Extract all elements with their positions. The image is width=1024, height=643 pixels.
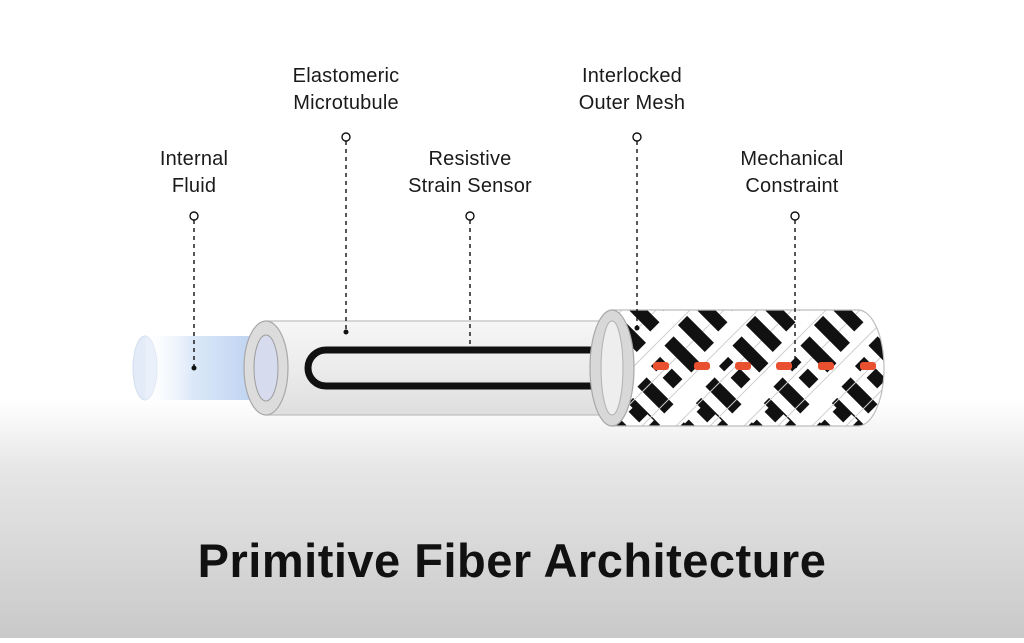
page-title: Primitive Fiber Architecture bbox=[197, 534, 827, 587]
mesh-weave-pattern bbox=[612, 300, 1024, 440]
mesh-strand bbox=[759, 310, 884, 426]
mesh-strand bbox=[865, 310, 884, 426]
label-internal-fluid: Internal Fluid bbox=[160, 146, 228, 200]
mesh-strand bbox=[861, 310, 884, 426]
mesh-strand bbox=[862, 310, 884, 426]
endpoint-interlocked-outer-mesh bbox=[634, 325, 640, 331]
label-elastomeric-microtubule-line1: Elastomeric bbox=[292, 65, 400, 87]
label-interlocked-outer-mesh-line2: Outer Mesh bbox=[578, 92, 686, 114]
marker-interlocked-outer-mesh bbox=[632, 132, 642, 142]
label-elastomeric-microtubule: Elastomeric Microtubule bbox=[293, 63, 400, 117]
constraint-segment bbox=[818, 362, 834, 370]
marker-resistive-strain-sensor bbox=[465, 211, 475, 221]
mesh-strand bbox=[934, 300, 1024, 440]
constraint-segment bbox=[776, 362, 792, 370]
marker-elastomeric-microtubule bbox=[341, 132, 351, 142]
label-mechanical-constraint-line2: Constraint bbox=[745, 175, 839, 197]
marker-mechanical-constraint bbox=[790, 211, 800, 221]
mechanical-constraint bbox=[653, 362, 876, 370]
label-internal-fluid-line2: Fluid bbox=[171, 175, 217, 197]
label-interlocked-outer-mesh-line1: Interlocked bbox=[581, 65, 683, 87]
label-mechanical-constraint-line1: Mechanical bbox=[740, 148, 844, 170]
mesh-strand bbox=[623, 310, 773, 426]
label-internal-fluid-line1: Internal bbox=[159, 148, 229, 170]
endpoint-elastomeric-microtubule bbox=[343, 329, 349, 335]
endpoint-resistive-strain-sensor bbox=[467, 347, 473, 353]
mesh-strand bbox=[968, 300, 1024, 440]
mesh-strand bbox=[900, 300, 1024, 440]
elastomeric-microtubule bbox=[243, 320, 613, 416]
constraint-segment bbox=[653, 362, 669, 370]
mesh-strand bbox=[1002, 300, 1024, 440]
marker-internal-fluid bbox=[189, 211, 199, 221]
label-resistive-strain-sensor-line1: Resistive bbox=[428, 148, 512, 170]
endpoint-internal-fluid bbox=[191, 365, 197, 371]
label-elastomeric-microtubule-line2: Microtubule bbox=[293, 92, 399, 114]
mesh-strand bbox=[968, 300, 1024, 440]
mesh-strand bbox=[934, 300, 1024, 440]
label-resistive-strain-sensor: Resistive Strain Sensor bbox=[408, 146, 532, 200]
mesh-strand bbox=[691, 310, 841, 426]
mesh-strand bbox=[831, 310, 884, 426]
label-interlocked-outer-mesh: Interlocked Outer Mesh bbox=[579, 63, 685, 117]
mesh-strand bbox=[612, 310, 671, 426]
interlocked-outer-mesh bbox=[589, 300, 1024, 440]
mesh-strand bbox=[900, 300, 1024, 440]
label-mechanical-constraint: Mechanical Constraint bbox=[740, 146, 843, 200]
mesh-strand bbox=[1002, 300, 1024, 440]
mesh-strand bbox=[968, 300, 1024, 440]
constraint-segment bbox=[860, 362, 876, 370]
leader-markers bbox=[189, 132, 800, 371]
mesh-strand bbox=[827, 310, 884, 426]
mesh-strand bbox=[695, 310, 837, 426]
resistive-strain-sensor bbox=[304, 346, 624, 390]
mesh-strand bbox=[934, 300, 1024, 440]
constraint-segment bbox=[694, 362, 710, 370]
mesh-strand bbox=[900, 300, 1024, 440]
endpoint-mechanical-constraint bbox=[792, 363, 798, 369]
constraint-segment bbox=[735, 362, 751, 370]
leader-lines bbox=[193, 141, 796, 368]
label-resistive-strain-sensor-line2: Strain Sensor bbox=[408, 175, 532, 197]
mesh-strand bbox=[1002, 300, 1024, 440]
